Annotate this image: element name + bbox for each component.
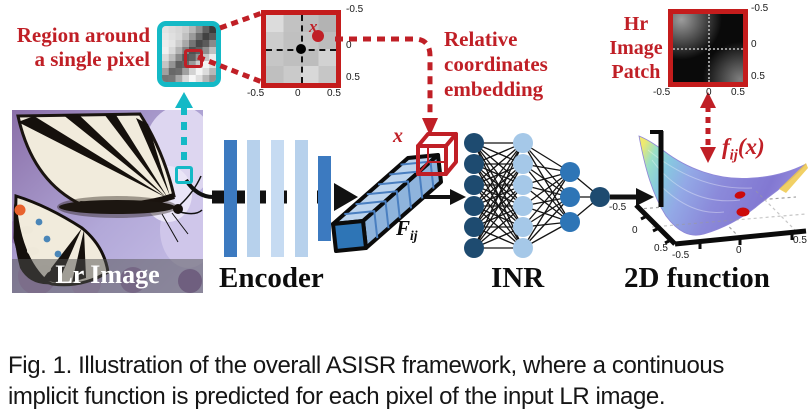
caption-line-1: Fig. 1. Illustration of the overall ASIS… xyxy=(8,352,724,379)
plot-tick: 0.5 xyxy=(793,235,807,246)
region-label: Region around a single pixel xyxy=(16,23,150,71)
encoder-layer-bar-1 xyxy=(224,140,237,257)
hr-tick: 0.5 xyxy=(731,87,745,98)
feature-vector-label: Fij xyxy=(396,216,418,244)
grid-tick: 0.5 xyxy=(327,88,341,99)
grid-x-label: x xyxy=(309,17,318,36)
hr-horizontal-dotted-axis xyxy=(673,48,743,50)
caption-line-2: implicit function is predicted for each … xyxy=(8,383,666,410)
function-value-label: fij(x) xyxy=(722,134,765,164)
single-pixel-region-patch xyxy=(157,21,221,87)
lr-image-caption-band xyxy=(12,259,203,293)
feature-vector-bar xyxy=(331,153,443,253)
cube-x-label: x xyxy=(393,125,403,147)
plot-tick: 0 xyxy=(632,225,638,236)
plot-label: 2D function xyxy=(624,262,770,294)
hr-tick: 0.5 xyxy=(751,71,765,82)
grid-tick: -0.5 xyxy=(247,88,265,99)
hr-tick: 0 xyxy=(751,39,757,50)
encoder-label: Encoder xyxy=(219,262,324,294)
lr-image-label: Lr Image xyxy=(55,260,160,289)
feature-to-inr-arrow xyxy=(408,189,466,205)
grid-query-point xyxy=(311,30,324,43)
figure-caption: Fig. 1. Illustration of the overall ASIS… xyxy=(8,350,810,412)
hr-tick: 0 xyxy=(706,87,712,98)
encoder-layer-bar-4 xyxy=(295,140,308,257)
encoder-layer-bar-3 xyxy=(271,140,284,257)
hr-tick: -0.5 xyxy=(751,3,769,14)
plot-tick: -0.5 xyxy=(672,250,690,261)
grid-tick: 0 xyxy=(295,88,301,99)
hr-patch-label: Hr Image Patch xyxy=(609,13,663,83)
surface-tip-highlight xyxy=(779,163,808,193)
pixel-marker xyxy=(184,49,203,68)
selected-pixel-marker xyxy=(175,166,193,184)
encoder-layer-bar-5 xyxy=(318,156,331,241)
relative-coordinate-grid xyxy=(261,10,341,88)
coords-to-cube-arrow xyxy=(335,36,438,136)
inr-network xyxy=(464,133,610,258)
surface-value-point xyxy=(736,207,750,217)
encoder-layer-bar-2 xyxy=(247,140,260,257)
hr-tick: -0.5 xyxy=(653,87,671,98)
coordinate-cube xyxy=(416,132,458,176)
inr-label: INR xyxy=(491,262,545,294)
grid-tick: 0.5 xyxy=(346,72,360,83)
lr-image: Lr Image xyxy=(12,110,203,293)
hr-to-function-double-arrow xyxy=(700,92,716,163)
surface-sample-point xyxy=(734,191,746,199)
grid-tick: 0 xyxy=(346,40,352,51)
grid-center-dot xyxy=(296,44,306,54)
plot-axes xyxy=(634,130,807,249)
plot-tick: -0.5 xyxy=(609,202,627,213)
hr-image-patch xyxy=(668,9,748,87)
relative-coordinates-label: Relative coordinates embedding xyxy=(444,27,548,101)
grid-tick: -0.5 xyxy=(346,4,364,15)
plot-tick: 0.5 xyxy=(654,243,668,254)
plot-tick: 0 xyxy=(736,245,742,256)
